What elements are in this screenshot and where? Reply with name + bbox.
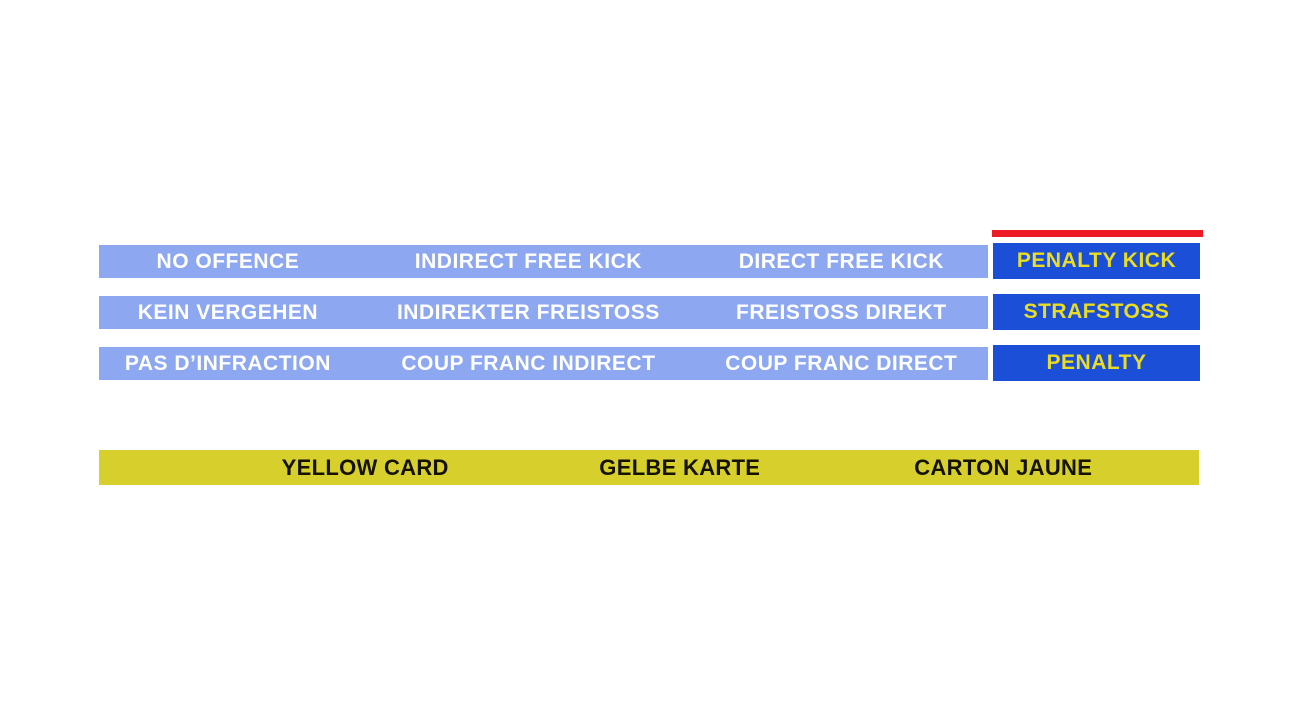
cell-indirect-free-kick: INDIRECT FREE KICK [414, 249, 642, 273]
offence-bar-german: KEIN VERGEHEN INDIREKTER FREISTOSS FREIS… [99, 296, 988, 329]
penalty-cell-label: PENALTY [1046, 351, 1147, 374]
cell-coup-franc-indirect: COUP FRANC INDIRECT [401, 351, 656, 375]
penalty-cell-french: PENALTY [993, 345, 1200, 381]
yellow-card-bar: YELLOW CARD GELBE KARTE CARTON JAUNE [99, 450, 1199, 485]
cell-no-offence: NO OFFENCE [156, 249, 300, 273]
cell-freistoss-direkt: FREISTOSS DIREKT [735, 300, 947, 324]
label-gelbe-karte: GELBE KARTE [599, 454, 761, 480]
cell-indirekter-freistoss: INDIREKTER FREISTOSS [396, 300, 660, 324]
offence-bar-french: PAS D’INFRACTION COUP FRANC INDIRECT COU… [99, 347, 988, 380]
cell-pas-d-infraction: PAS D’INFRACTION [124, 351, 331, 375]
table-row-french: PAS D’INFRACTION COUP FRANC INDIRECT COU… [99, 345, 1200, 381]
penalty-cell-label: STRAFSTOSS [1023, 300, 1170, 323]
penalty-cell-label: PENALTY KICK [1016, 249, 1177, 272]
cell-kein-vergehen: KEIN VERGEHEN [137, 300, 319, 324]
cell-direct-free-kick: DIRECT FREE KICK [738, 249, 944, 273]
table-row-german: KEIN VERGEHEN INDIREKTER FREISTOSS FREIS… [99, 294, 1200, 330]
label-carton-jaune: CARTON JAUNE [914, 454, 1093, 480]
offence-bar-english: NO OFFENCE INDIRECT FREE KICK DIRECT FRE… [99, 245, 988, 278]
cell-coup-franc-direct: COUP FRANC DIRECT [725, 351, 958, 375]
penalty-cell-english: PENALTY KICK [993, 243, 1200, 279]
label-yellow-card: YELLOW CARD [281, 454, 449, 480]
penalty-cell-german: STRAFSTOSS [993, 294, 1200, 330]
penalty-accent-bar [992, 230, 1203, 237]
table-row-english: NO OFFENCE INDIRECT FREE KICK DIRECT FRE… [99, 243, 1200, 279]
